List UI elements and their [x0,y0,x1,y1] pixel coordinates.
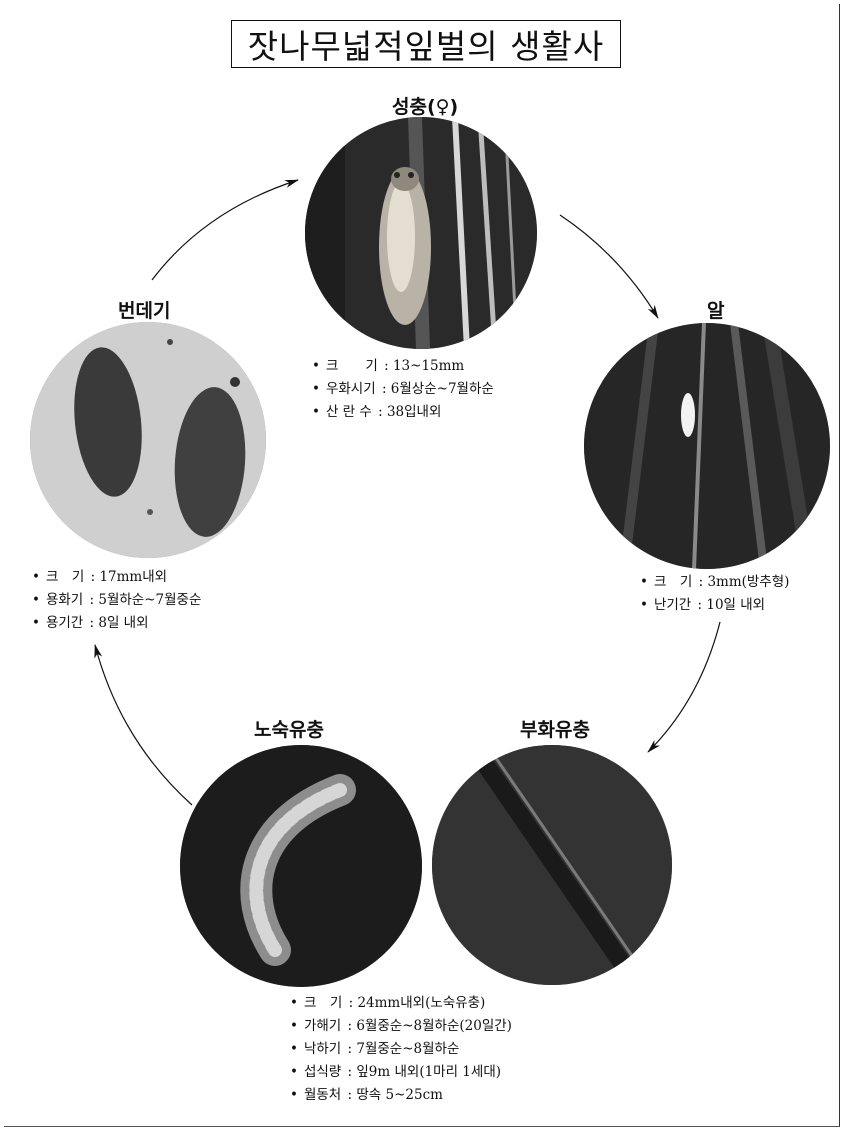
egg-info-size: 크 기 : 3mm(방추형) [640,571,789,594]
mature-larva-info-drop: 낙하기 : 7월중순~8월하순 [290,1038,512,1061]
mature-larva-info-consumption: 섭식량 : 잎9m 내외(1마리 1세대) [290,1061,512,1084]
adult-info-size: 크 기 : 13~15mm [312,355,494,378]
pupa-photo [30,322,266,558]
adult-info-emergence: 우화시기 : 6월상순~7월하순 [312,378,494,401]
mature-larva-photo [180,745,422,987]
stage-label-young-larva: 부화유충 [520,715,590,742]
arrow-mature-larva-to-pupa [95,645,192,805]
arrow-egg-to-young-larva [648,622,720,752]
young-larva-photo [432,745,672,985]
mature-larva-info-feeding: 가해기 : 6월중순~8월하순(20일간) [290,1015,512,1038]
arrow-adult-to-egg [560,215,658,318]
adult-info: 크 기 : 13~15mm 우화시기 : 6월상순~7월하순 산 란 수 : 3… [312,355,494,424]
egg-photo [584,323,830,569]
mature-larva-info-size: 크 기 : 24mm내외(노숙유충) [290,992,512,1015]
arrow-pupa-to-adult [152,180,298,280]
pupa-info-pupation: 용화기 : 5월하순~7월중순 [32,589,201,612]
adult-photo [305,117,537,349]
mature-larva-info: 크 기 : 24mm내외(노숙유충) 가해기 : 6월중순~8월하순(20일간)… [290,992,512,1107]
pupa-info: 크 기 : 17mm내외 용화기 : 5월하순~7월중순 용기간 : 8일 내외 [32,566,201,635]
stage-label-adult: 성충(♀) [392,92,458,119]
egg-info-duration: 난기간 : 10일 내외 [640,594,789,617]
mature-larva-info-overwinter: 월동처 : 땅속 5~25cm [290,1084,512,1107]
stage-label-mature-larva: 노숙유충 [254,715,324,742]
adult-info-eggs-laid: 산 란 수 : 38입내외 [312,401,494,424]
pupa-info-duration: 용기간 : 8일 내외 [32,612,201,635]
pupa-info-size: 크 기 : 17mm내외 [32,566,201,589]
egg-info: 크 기 : 3mm(방추형) 난기간 : 10일 내외 [640,571,789,617]
stage-label-pupa: 번데기 [118,296,170,323]
stage-label-egg: 알 [707,296,724,323]
